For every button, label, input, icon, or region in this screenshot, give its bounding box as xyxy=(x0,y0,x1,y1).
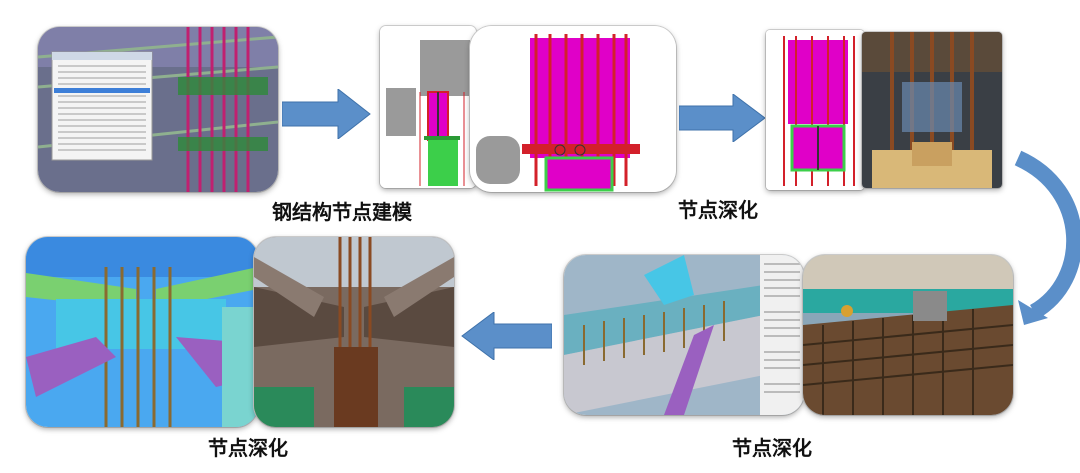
node-drawing-c-image xyxy=(766,30,864,190)
caption-step4: 节点深化 xyxy=(208,436,288,460)
panel-site-photo-a xyxy=(862,32,1002,188)
3d-model-a-image xyxy=(26,237,258,427)
node-drawing-a-image xyxy=(380,26,476,188)
caption-step2: 节点深化 xyxy=(678,198,758,222)
panel-site-photo-b xyxy=(803,255,1013,415)
site-photo-a-image xyxy=(862,32,1002,188)
arrow-right-2 xyxy=(679,94,766,142)
3d-model-b-image xyxy=(564,255,804,415)
arrow-curve-down xyxy=(1014,150,1080,325)
panel-3d-model-a xyxy=(26,237,258,427)
node-drawing-b-image xyxy=(470,26,676,192)
panel-node-drawing-a xyxy=(380,26,476,188)
panel-node-drawing-c xyxy=(766,30,864,190)
panel-3d-model-b xyxy=(564,255,804,415)
site-photo-b-image xyxy=(803,255,1013,415)
panel-site-photo-c xyxy=(254,237,454,427)
arrow-left-3 xyxy=(461,312,552,360)
panel-steel-model xyxy=(38,27,278,192)
site-photo-c-image xyxy=(254,237,454,427)
arrow-right-1 xyxy=(282,89,371,139)
caption-step1: 钢结构节点建模 xyxy=(272,200,412,224)
caption-step3: 节点深化 xyxy=(732,436,812,460)
panel-node-drawing-b xyxy=(470,26,676,192)
steel-model-image xyxy=(38,27,278,192)
